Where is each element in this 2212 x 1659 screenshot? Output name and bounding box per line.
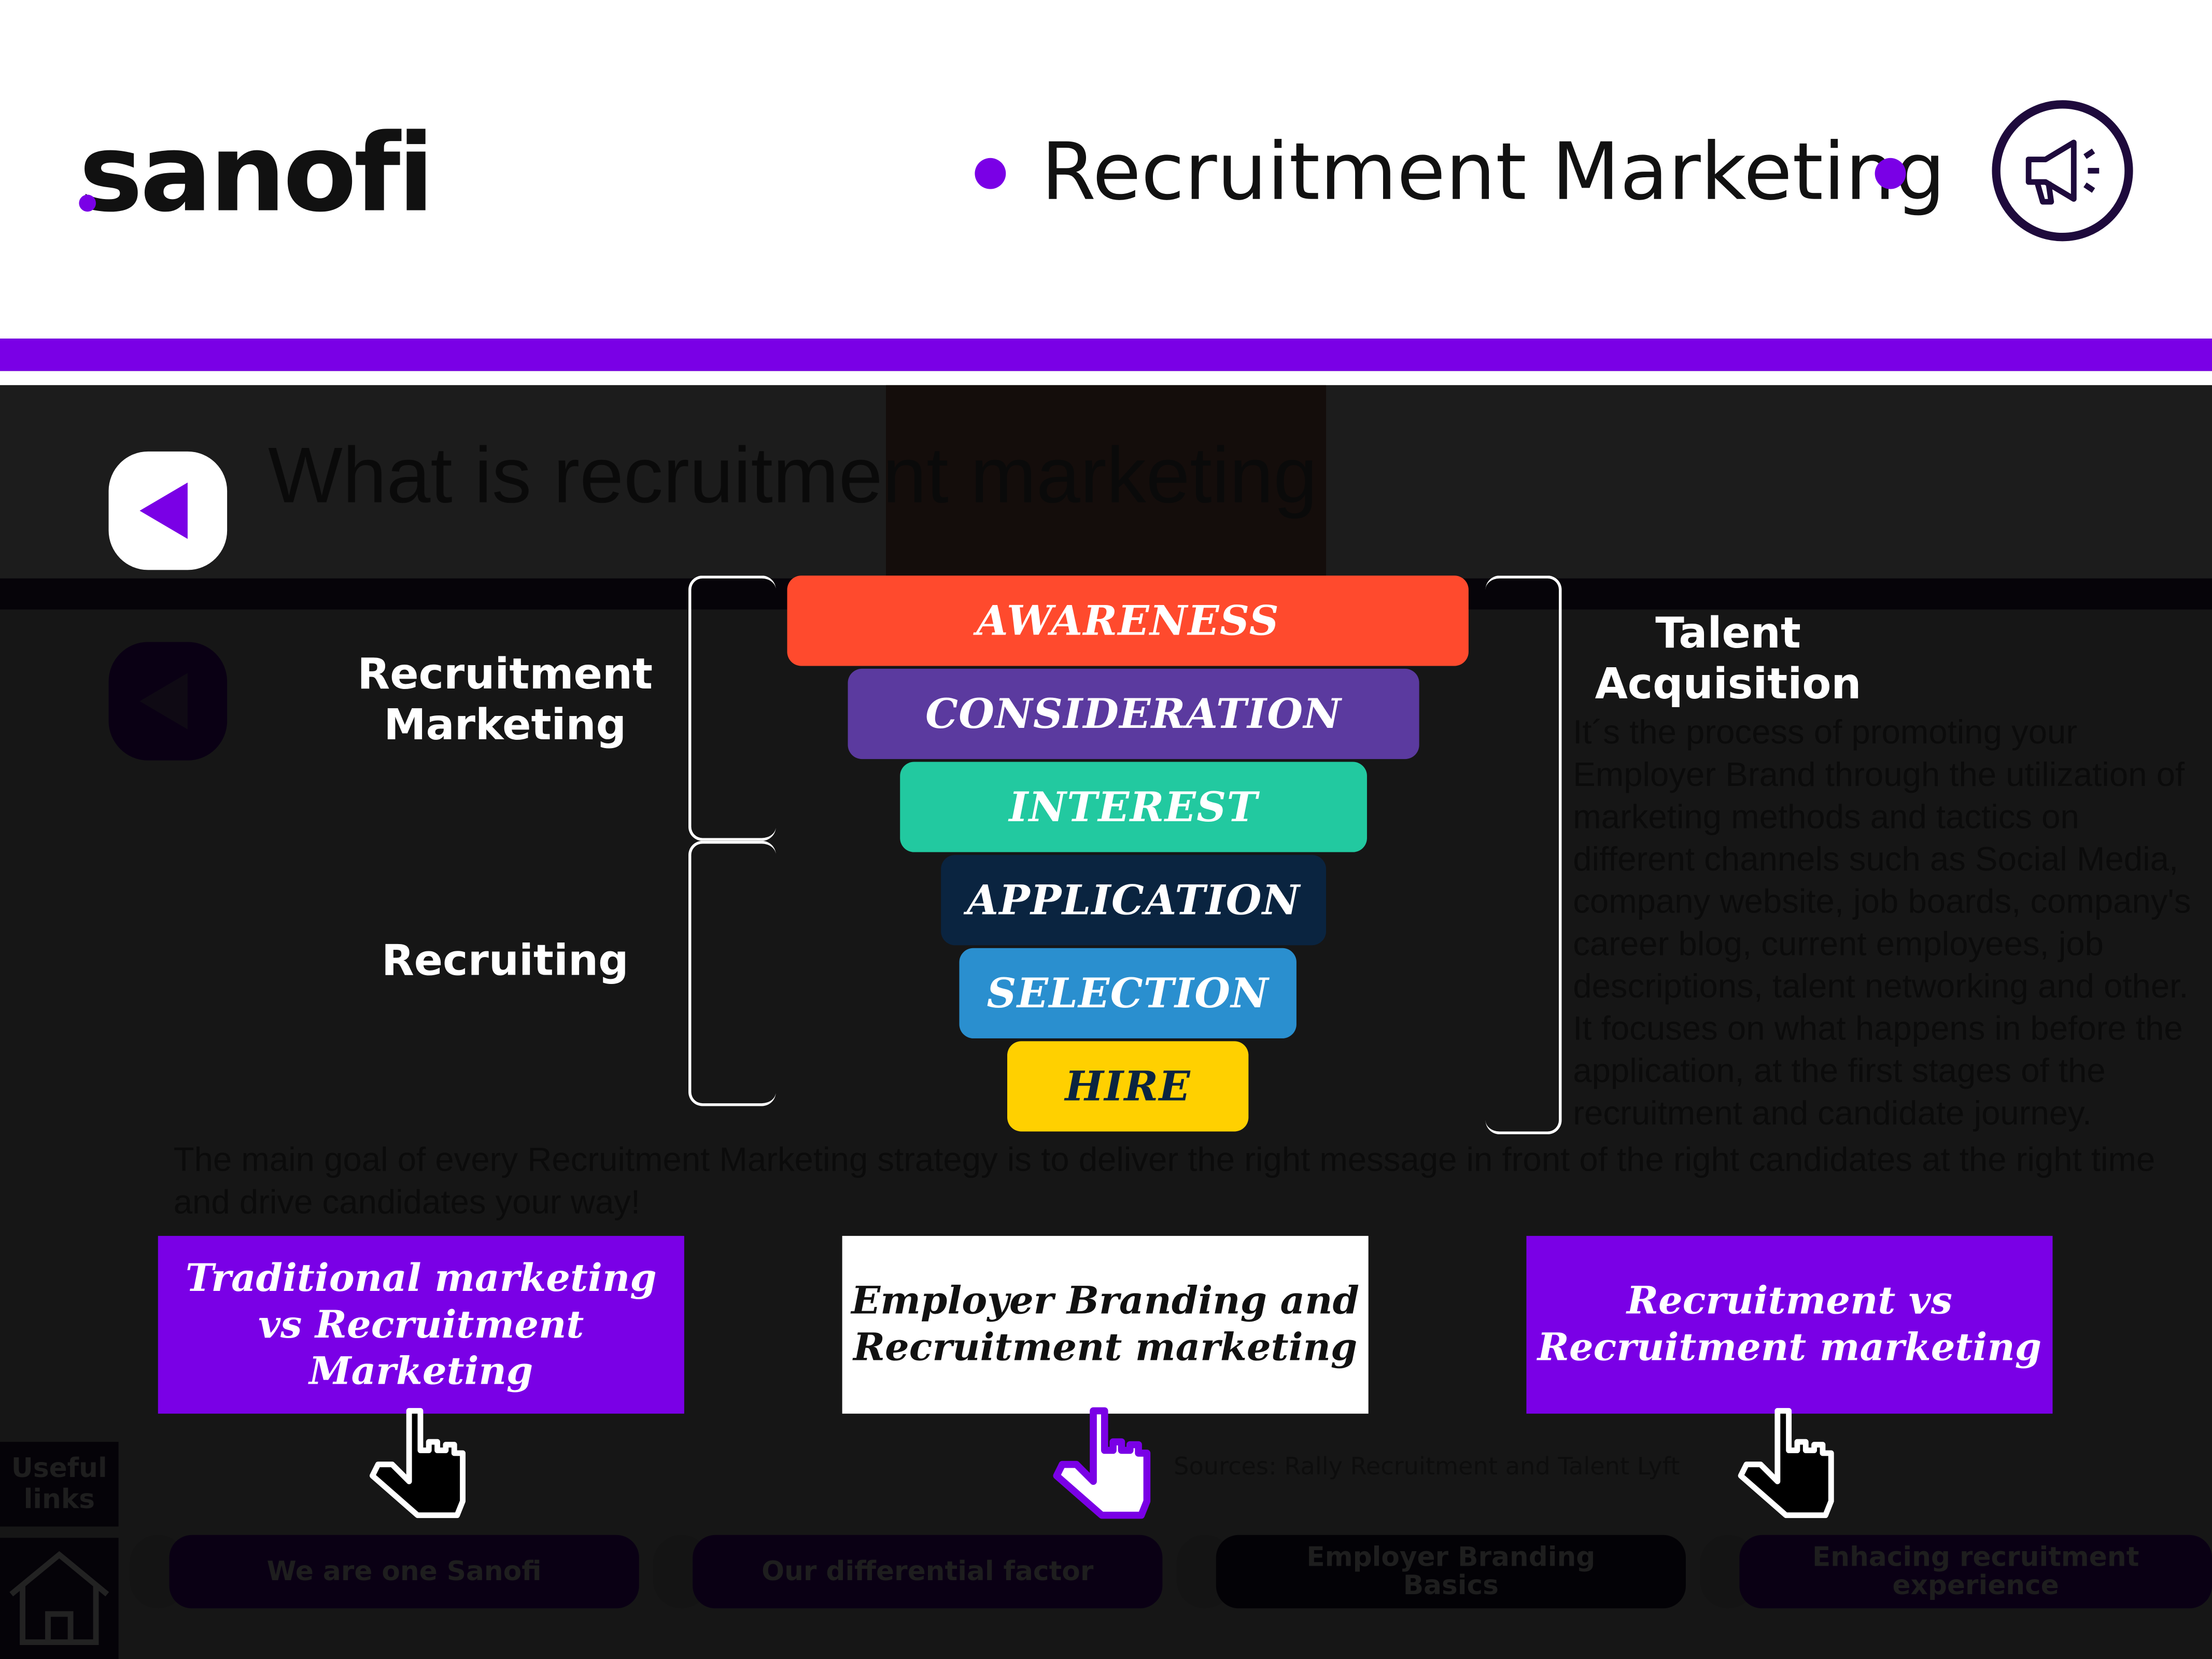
nav-our-differential-factor[interactable]: Our differential factor bbox=[693, 1535, 1163, 1609]
nav-employer-branding-basics[interactable]: Employer Branding Basics bbox=[1216, 1535, 1686, 1609]
faint-back-button bbox=[108, 642, 228, 761]
useful-links-label: Useful links bbox=[11, 1453, 107, 1515]
label-talent-acquisition: Talent Acquisition bbox=[1595, 609, 1862, 710]
hand-pointer-icon bbox=[1053, 1407, 1151, 1519]
megaphone-icon bbox=[1992, 100, 2133, 242]
divider bbox=[0, 371, 2212, 385]
background-photo-center bbox=[885, 385, 1327, 579]
back-arrow-icon bbox=[139, 482, 188, 539]
nav-enhancing-recruitment-experience[interactable]: Enhacing recruitment experience bbox=[1739, 1535, 2212, 1609]
label-recruiting: Recruiting bbox=[381, 936, 629, 987]
home-icon bbox=[9, 1551, 109, 1646]
bracket-recruitment-marketing bbox=[688, 575, 776, 841]
useful-links-button[interactable]: Useful links bbox=[0, 1442, 119, 1527]
background-paragraph-1: It´s the process of promoting your Emplo… bbox=[1573, 713, 2191, 1133]
sanofi-logo: sanofi bbox=[79, 110, 434, 236]
hand-pointer-icon bbox=[1738, 1408, 1834, 1519]
funnel-stage-application: APPLICATION bbox=[941, 855, 1327, 946]
title-dot-right bbox=[1875, 158, 1906, 189]
hand-pointer-icon bbox=[369, 1408, 466, 1519]
title-dot-left bbox=[975, 158, 1006, 189]
card-traditional-vs-recruitment-marketing[interactable]: Traditional marketing vs Recruitment Mar… bbox=[158, 1235, 684, 1414]
sources-text: Sources: Rally Recruitment and Talent Ly… bbox=[1174, 1453, 1680, 1482]
bracket-talent-acquisition bbox=[1485, 575, 1562, 1134]
funnel-stage-selection: SELECTION bbox=[959, 948, 1297, 1038]
back-arrow-icon bbox=[139, 673, 188, 729]
logo-dot bbox=[79, 194, 96, 212]
background-title: What is recruitment marketing bbox=[268, 430, 1318, 519]
background-paragraph-2: The main goal of every Recruitment Marke… bbox=[173, 1141, 2155, 1222]
label-recruitment-marketing: Recruitment Marketing bbox=[357, 650, 653, 751]
card-employer-branding[interactable]: Employer Branding and Recruitment market… bbox=[842, 1235, 1369, 1414]
funnel-stage-hire: HIRE bbox=[1007, 1041, 1249, 1132]
card-recruitment-vs-recruitment-marketing[interactable]: Recruitment vs Recruitment marketing bbox=[1526, 1235, 2053, 1414]
funnel-stage-consideration: CONSIDERATION bbox=[848, 668, 1419, 760]
accent-bar bbox=[0, 339, 2212, 371]
funnel-stage-awareness: AWARENESS bbox=[787, 575, 1469, 666]
home-button[interactable] bbox=[0, 1538, 119, 1659]
page-title: Recruitment Marketing bbox=[1041, 126, 1946, 219]
header bbox=[0, 0, 2212, 339]
back-button[interactable] bbox=[108, 451, 228, 570]
bracket-recruiting bbox=[688, 840, 776, 1106]
nav-we-are-one-sanofi[interactable]: We are one Sanofi bbox=[169, 1535, 639, 1609]
funnel-stage-interest: INTEREST bbox=[900, 762, 1367, 852]
